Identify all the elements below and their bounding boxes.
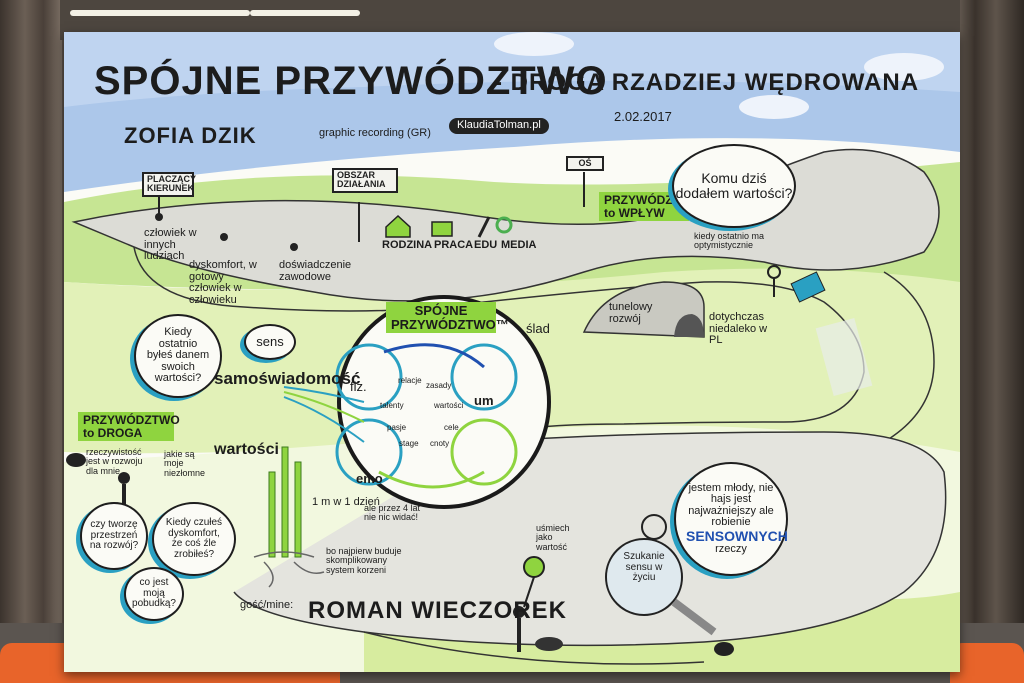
quote-bubble-mlody: jestem młody, nie hajs jest najważniejsz… <box>674 462 788 576</box>
center-word: stage <box>399 439 419 448</box>
center-word: zasady <box>426 381 452 390</box>
tag-spojne: SPÓJNE PRZYWÓDZTWO™ <box>386 302 509 334</box>
bubble-sens: sens <box>244 324 296 360</box>
emo-label: emo <box>356 471 383 486</box>
media-icon <box>495 216 513 234</box>
road-label: doświadczenie zawodowe <box>279 259 352 283</box>
road-label: dyskomfort, w gotowy człowiek w człowiek… <box>189 259 257 306</box>
center-word: pasje <box>387 423 407 432</box>
life-label: RODZINA <box>382 239 433 251</box>
tag-droga: PRZYWÓDZTWO to DROGA <box>78 412 180 442</box>
roots-note: bo najpierw buduje skomplikowany system … <box>326 546 402 575</box>
curtain-right <box>954 0 1024 683</box>
guest-name: ROMAN WIECZOREK <box>308 597 567 624</box>
center-word: wartości <box>434 401 464 410</box>
question-bubble-colest: co jest moją pobudką? <box>124 567 184 621</box>
samoswiadomosc-label: samoświadomość <box>214 369 361 388</box>
life-label: PRACA <box>434 239 474 251</box>
question-bubble-czy: czy tworzę przestrzeń na rozwój? <box>80 502 148 570</box>
bamboo-note: ale przez 4 lat nie nic widać! <box>364 503 421 523</box>
ceiling-lamp <box>250 10 360 16</box>
road-label: dotychczas niedaleko w PL <box>709 311 768 347</box>
life-label: MEDIA <box>501 239 537 251</box>
brand-badge: KlaudiaTolman.pl <box>449 118 549 134</box>
house-icon <box>385 214 411 238</box>
sign-middle: OBSZAR DZIAŁANIA <box>332 168 398 193</box>
curtain-left <box>0 0 62 683</box>
title-subtitle: - DROGA RZADZIEJ WĘDROWANA <box>494 69 920 96</box>
slad-label: ślad <box>526 321 550 336</box>
sign-right: OŚ <box>566 156 604 172</box>
road-label: kiedy ostatnio ma optymistycznie <box>694 231 765 251</box>
date-label: 2.02.2017 <box>614 109 672 124</box>
question-bubble-komu: Komu dziś dodałem wartości? <box>672 144 796 228</box>
pencil-icon <box>477 216 491 238</box>
sign-left: PLACZĄCY KIERUNEK <box>142 172 196 197</box>
center-word: cnoty <box>430 439 450 448</box>
briefcase-icon <box>431 221 453 237</box>
question-bubble-kiedy: Kiedy ostatnio byłeś danem swoich wartoś… <box>134 314 222 398</box>
question-bubble-dyskomfort: Kiedy czułeś dyskomfort, że coś źle zrob… <box>152 502 236 576</box>
tunnel-label: tunelowy rozwój <box>609 301 653 325</box>
center-word: cele <box>444 423 459 432</box>
title-main: SPÓJNE PRZYWÓDZTWO <box>94 59 608 103</box>
center-word: relacje <box>398 376 422 385</box>
road-label: człowiek w innych ludziach <box>144 227 197 263</box>
orange-stool <box>950 643 1024 683</box>
left-note: jakie są moje niezłomne <box>164 449 206 478</box>
magnifier-note: Szukanie sensu w życiu <box>623 551 665 583</box>
center-word: talenty <box>380 401 404 410</box>
wartosci-label: wartości <box>214 441 279 458</box>
recording-label: graphic recording (GR) <box>319 127 431 139</box>
fiz-label: fiz. <box>350 379 367 394</box>
life-label: EDU <box>474 239 498 251</box>
bamboo-note: 1 m w 1 dzień <box>312 496 380 508</box>
um-label: um <box>474 393 494 408</box>
graphic-recording-board: SPÓJNE PRZYWÓDZTWO - DROGA RZADZIEJ WĘDR… <box>64 32 960 672</box>
ceiling-lamp <box>70 10 250 16</box>
left-note: rzeczywistość jest w rozwoju dla mnie <box>86 447 143 476</box>
smile-note: uśmiech jako wartość <box>536 523 570 552</box>
guest-label: gość/mine: <box>240 599 294 611</box>
author-name: ZOFIA DZIK <box>124 123 257 148</box>
